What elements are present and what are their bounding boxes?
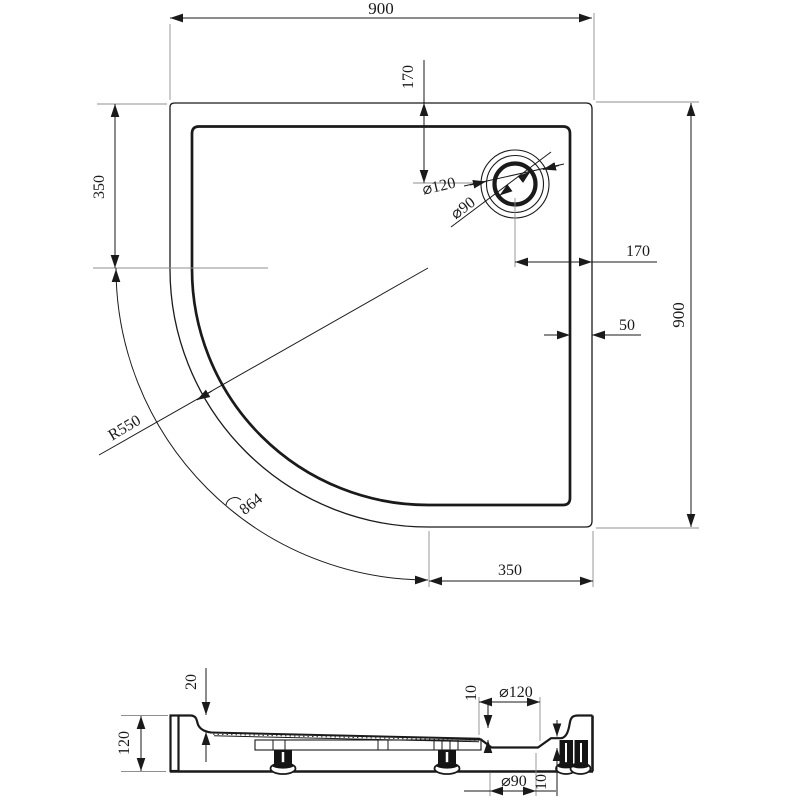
dim-recess-bottom-label: ⌀90 (501, 773, 527, 790)
dim-corner-radius: R550 (98, 267, 429, 456)
section-left-wall (169, 714, 180, 773)
plan-inner-rim (190, 125, 572, 507)
dim-drain-waste-label: ⌀90 (448, 194, 479, 223)
dim-overall-height-label: 900 (669, 302, 688, 328)
dim-sheet-thickness: 10 (463, 685, 493, 753)
dim-arc-length-label: 864 (237, 490, 266, 518)
dim-recess-top: ⌀120 (479, 684, 540, 707)
dim-sheet-thickness-label: 10 (463, 685, 480, 701)
section-view: 120 20 ⌀120 10 10 ⌀9 (116, 668, 594, 796)
section-drain-recess (479, 714, 593, 749)
dim-rim-width-label: 50 (619, 317, 635, 334)
section-support-board (254, 739, 482, 751)
dim-drain-offset-top: 170 (400, 60, 429, 183)
dim-section-height-label: 120 (116, 731, 133, 755)
dim-straight-bottom-label: 350 (498, 562, 522, 579)
dim-section-height: 120 (116, 716, 146, 771)
dim-straight-left: 350 (91, 104, 120, 268)
dim-corner-radius-label: R550 (105, 412, 143, 444)
section-foot-right (555, 740, 592, 775)
section-surface-texture (212, 733, 480, 741)
arc-symbol (225, 497, 242, 506)
dim-drain-flange: ⌀120 (421, 162, 565, 199)
section-left-step (178, 714, 212, 734)
section-foot-left (269, 750, 297, 775)
dim-overall-height: 900 (669, 103, 696, 527)
dim-straight-bottom: 350 (429, 562, 593, 586)
section-foot-middle (433, 750, 461, 775)
dim-drain-offset-right: 170 (515, 243, 657, 267)
dim-arc-length: 864 (111, 267, 429, 585)
dim-overall-width-label: 900 (368, 0, 394, 18)
dim-straight-left-label: 350 (91, 175, 108, 199)
dim-rim-upstand: 20 (183, 668, 211, 762)
dim-drain-offset-right-label: 170 (626, 243, 650, 260)
plan-outer-outline (169, 102, 593, 528)
dim-rim-upstand-label: 20 (183, 674, 200, 690)
dim-overall-width: 900 (170, 0, 592, 23)
dim-step-thickness: 10 (533, 720, 562, 796)
plan-view: 900 900 170 170 50 350 (91, 0, 699, 587)
dim-drain-flange-label: ⌀120 (421, 175, 458, 199)
section-surface-underside (213, 735, 480, 743)
dim-drain-offset-top-label: 170 (400, 65, 417, 89)
dim-recess-bottom: ⌀90 (464, 773, 556, 796)
dim-rim-width: 50 (544, 317, 641, 340)
dim-step-thickness-label: 10 (533, 774, 550, 790)
section-surface (210, 731, 481, 740)
dim-recess-top-label: ⌀120 (499, 684, 533, 701)
